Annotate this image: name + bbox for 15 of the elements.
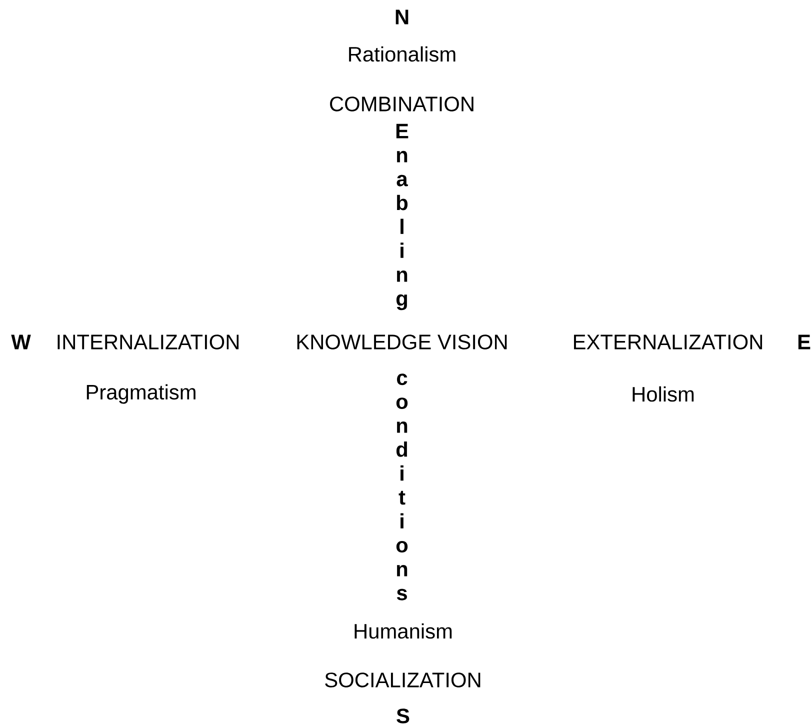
center-label: KNOWLEDGE VISION xyxy=(297,334,507,350)
mode-label: INTERNALIZATION xyxy=(58,334,239,350)
philosophy-label: Holism xyxy=(632,386,694,402)
mode-label: COMBINATION xyxy=(330,96,474,112)
philosophy-label: Humanism xyxy=(354,623,452,639)
compass-letter: N xyxy=(396,10,408,24)
compass-letter: E xyxy=(798,334,810,350)
vertical-text: conditions xyxy=(396,374,408,600)
philosophy-label: Rationalism xyxy=(349,46,456,62)
compass-letter: S xyxy=(396,708,410,724)
mode-label: SOCIALIZATION xyxy=(325,672,480,688)
philosophy-label: Pragmatism xyxy=(86,384,196,404)
vertical-text: Enabling xyxy=(396,124,408,310)
compass-letter: W xyxy=(11,334,31,350)
mode-label: EXTERNALIZATION xyxy=(574,334,762,350)
